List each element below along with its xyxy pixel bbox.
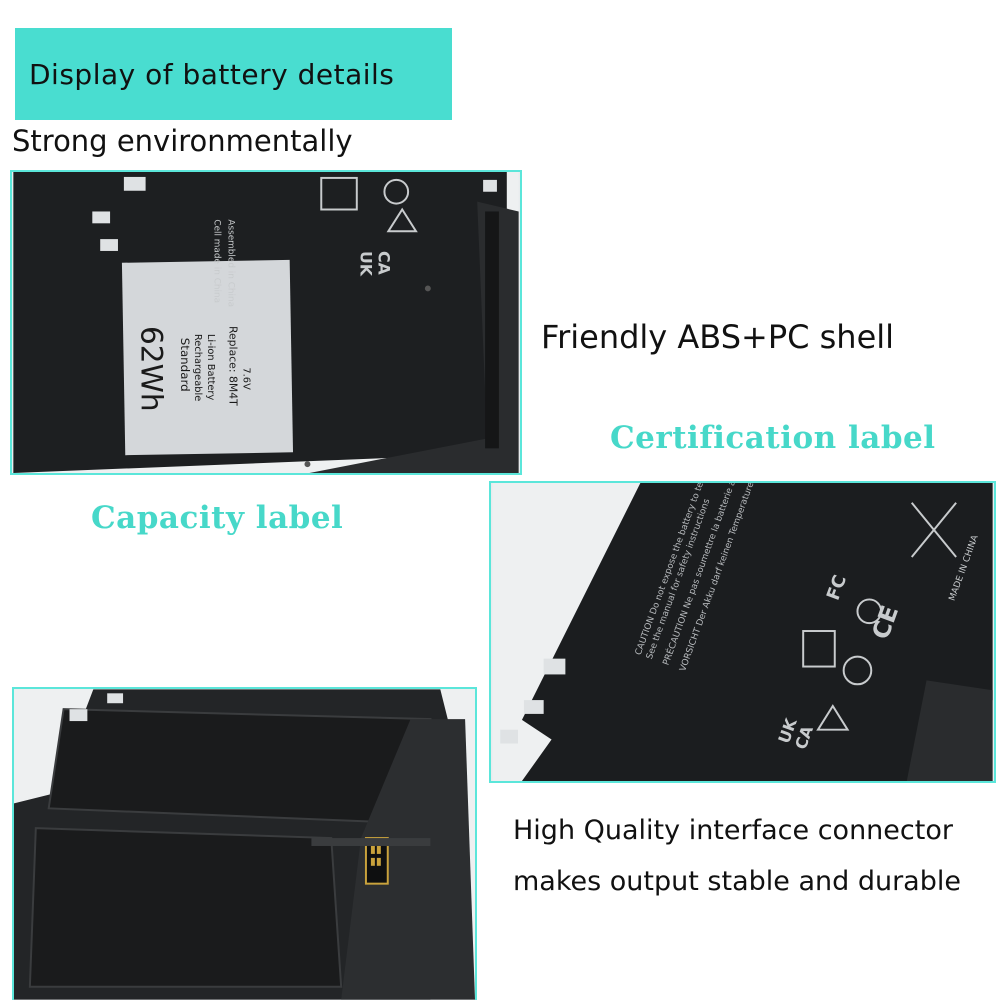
caption-certification-label: Certification label [610, 420, 936, 456]
page-title: Display of battery details [29, 57, 395, 91]
battery-type-text: Li-ion Battery [205, 334, 216, 401]
certification-label-photo: CAUTION Do not expose the battery to tem… [489, 481, 996, 783]
voltage-text: 7.6V [240, 367, 251, 390]
svg-text:CA: CA [375, 251, 394, 276]
caption-quality-line2: makes output stable and durable [513, 866, 961, 897]
caption-abs-shell: Friendly ABS+PC shell [541, 318, 895, 356]
capacity-text: 62Wh [135, 326, 169, 412]
caption-strong-environmentally: Strong environmentally [12, 124, 353, 158]
caption-quality-line1: High Quality interface connector [513, 815, 953, 846]
battery-connector-illustration [14, 689, 475, 1000]
svg-text:UK: UK [357, 251, 376, 277]
connector-photo [12, 687, 477, 1000]
battery-certification-illustration: CAUTION Do not expose the battery to tem… [492, 483, 993, 781]
caption-capacity-label: Capacity label [91, 500, 344, 536]
replace-text: Replace: 8M4T [226, 326, 239, 406]
cell-made-text: Cell made in China [212, 219, 222, 303]
assembled-text: Assembled in China [225, 219, 235, 307]
header-banner: Display of battery details [15, 28, 452, 120]
standard-text: Standard [178, 338, 192, 392]
battery-capacity-illustration: 62Wh Standard Rechargeable Li-ion Batter… [13, 172, 519, 473]
rechargeable-text: Rechargeable [192, 334, 203, 402]
capacity-label-photo: 62Wh Standard Rechargeable Li-ion Batter… [10, 170, 522, 475]
